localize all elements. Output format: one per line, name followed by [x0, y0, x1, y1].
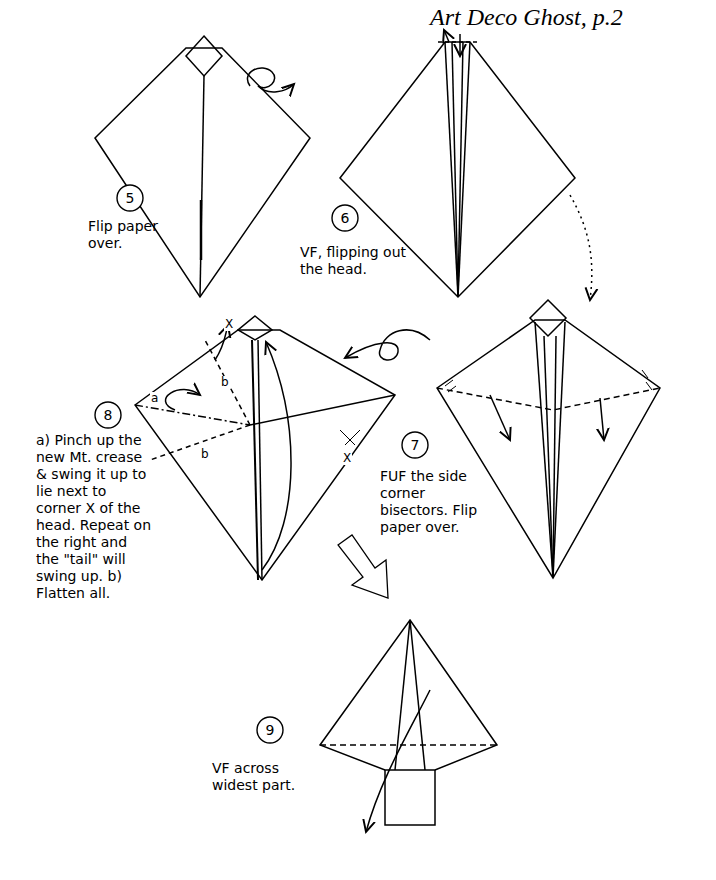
- step-circle: 6: [331, 204, 359, 232]
- step-instruction: Flip paper over.: [88, 218, 170, 252]
- step-number: 5: [116, 184, 144, 212]
- step-instruction: FUF the side corner bisectors. Flip pape…: [380, 468, 490, 536]
- crease-letter: b: [220, 376, 230, 389]
- step-number: 8: [94, 401, 122, 429]
- step-circle: 8: [94, 401, 122, 429]
- step-instruction: VF across widest part.: [212, 760, 324, 794]
- crease-letter: a: [150, 392, 159, 405]
- step-number: 6: [331, 204, 359, 232]
- step-number: 7: [401, 431, 429, 459]
- step-circle: 9: [256, 716, 284, 744]
- crease-letter: X: [342, 452, 352, 465]
- step-circle: 7: [401, 431, 429, 459]
- step-instruction: VF, flipping out the head.: [300, 244, 410, 278]
- step-instruction: a) Pinch up the new Mt. crease & swing i…: [36, 432, 154, 602]
- diagram-title: Art Deco Ghost, p.2: [430, 4, 623, 31]
- step-circle: 5: [116, 184, 144, 212]
- crease-letter: X: [224, 318, 234, 331]
- step-number: 9: [256, 716, 284, 744]
- crease-letter: b: [200, 448, 210, 461]
